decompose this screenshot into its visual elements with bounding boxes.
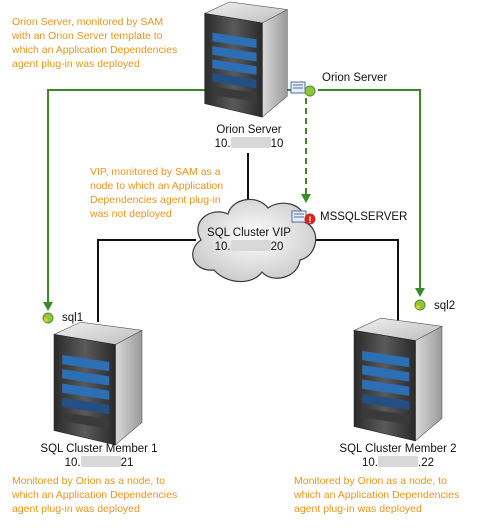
note-member1: Monitored by Orion as a node, to which a… bbox=[12, 475, 178, 515]
mssql-alert-icon bbox=[304, 213, 316, 225]
redacted-ip-segment bbox=[230, 137, 271, 148]
member2-node-label: SQL Cluster Member 2 10..22 bbox=[323, 443, 473, 470]
member1-server-icon bbox=[53, 321, 143, 446]
sql2-status-icon bbox=[414, 299, 426, 311]
mssql-app-monitor-icon bbox=[291, 210, 307, 223]
redacted-ip-segment bbox=[80, 456, 121, 467]
sql1-status-icon bbox=[42, 312, 54, 324]
note-vip: VIP, monitored by SAM as a node to which… bbox=[90, 166, 224, 220]
redacted-ip-segment bbox=[378, 456, 418, 467]
member2-server-icon bbox=[353, 317, 443, 442]
app-label-sql1: sql1 bbox=[62, 312, 84, 324]
orion-server-node-label: Orion Server 10.10 bbox=[190, 124, 308, 151]
member2-ip: 10..22 bbox=[362, 456, 434, 469]
dependency-orion-to-sql2 bbox=[318, 89, 421, 293]
orion-server-name: Orion Server bbox=[216, 124, 282, 136]
link-vip-to-member1 bbox=[97, 239, 196, 322]
arrowhead-sql2 bbox=[415, 288, 425, 297]
orion-status-green-icon bbox=[304, 85, 316, 97]
member1-ip: 10.21 bbox=[64, 456, 134, 469]
link-vip-to-member2 bbox=[305, 239, 399, 322]
app-label-sql2: sql2 bbox=[434, 300, 456, 312]
arrowhead-sql1 bbox=[43, 302, 53, 311]
orion-server-ip: 10.10 bbox=[214, 137, 284, 150]
redacted-ip-segment bbox=[230, 240, 271, 251]
note-orion-server: Orion Server, monitored by SAM with an O… bbox=[12, 16, 178, 70]
member2-name: SQL Cluster Member 2 bbox=[339, 443, 457, 455]
note-member2: Monitored by Orion as a node, to which a… bbox=[294, 475, 460, 515]
app-label-mssqlserver: MSSQLSERVER bbox=[320, 211, 408, 223]
orion-server-icon bbox=[204, 1, 288, 118]
orion-app-monitor-icon bbox=[290, 81, 306, 94]
sql-vip-name: SQL Cluster VIP bbox=[207, 227, 291, 239]
member1-node-label: SQL Cluster Member 1 10.21 bbox=[24, 443, 174, 470]
member1-name: SQL Cluster Member 1 bbox=[40, 443, 158, 455]
sql-vip-node-label: SQL Cluster VIP 10.20 bbox=[194, 227, 304, 254]
app-label-orion-server: Orion Server bbox=[322, 72, 388, 84]
alert-exclamation-glyph: ! bbox=[309, 215, 312, 225]
sql-vip-ip: 10.20 bbox=[214, 240, 284, 253]
arrowhead-mssql bbox=[301, 194, 311, 203]
